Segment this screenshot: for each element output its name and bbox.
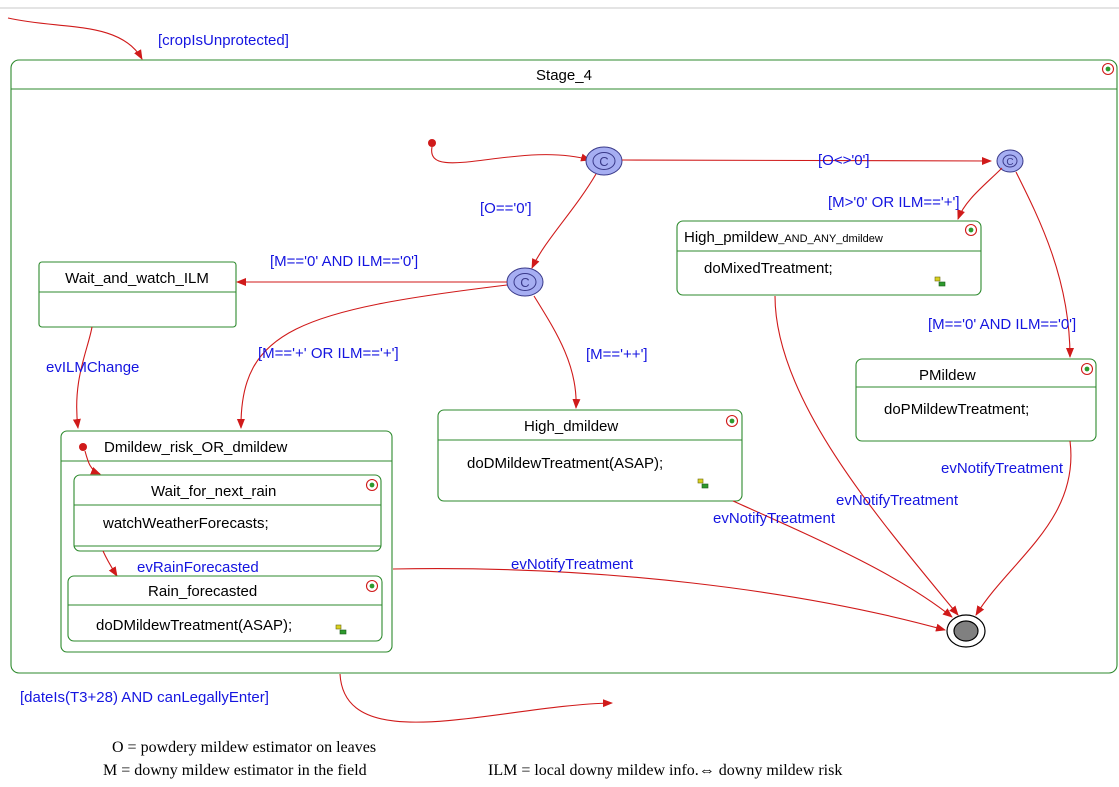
state-high-pmildew-name-suffix: _AND_ANY_dmildew [777,233,883,245]
condition-connector-1[interactable] [585,146,623,176]
legend-line-m: M = downy mildew estimator in the field [103,762,367,779]
state-wait-for-next-rain[interactable]: Wait_for_next_rain watchWeatherForecasts… [73,474,382,552]
transition-notify-from-high-dmildew[interactable] [732,500,953,618]
final-state[interactable] [946,614,986,648]
guard-m-zero-ilm-zero-left: [M=='0' AND ILM=='0'] [270,253,418,270]
state-rain-forecasted-action: doDMildewTreatment(ASAP); [96,617,292,634]
state-wait-for-next-rain-action: watchWeatherForecasts; [102,515,269,532]
transition-notify-from-pmildew[interactable] [975,440,1072,616]
state-high-dmildew-action: doDMildewTreatment(ASAP); [467,455,663,472]
state-pmildew-title: PMildew [919,367,976,384]
event-ilm-change: evILMChange [46,359,139,376]
inner-initial-pseudostate [79,443,87,451]
guard-m-gt-zero: [M>'0' OR ILM=='+'] [828,194,960,211]
state-high-pmildew-name: High_pmildew [684,229,778,246]
event-notify-4: evNotifyTreatment [941,460,1064,477]
guard-crop-unprotected: [cropIsUnprotected] [158,32,289,49]
state-high-pmildew-title: High_pmildew_AND_ANY_dmildew [684,229,883,246]
transition-entry[interactable] [7,17,143,60]
state-pmildew-action: doPMildewTreatment; [884,401,1029,418]
transition-ev-ilm-change[interactable] [72,326,93,429]
legend-line-o: O = powdery mildew estimator on leaves [112,739,376,756]
state-high-pmildew[interactable]: High_pmildew_AND_ANY_dmildew doMixedTrea… [676,220,982,296]
transition-ev-rain-forecasted[interactable] [102,550,118,577]
state-rain-forecasted[interactable]: Rain_forecasted doDMildewTreatment(ASAP)… [67,575,383,642]
event-rain-forecasted: evRainForecasted [137,559,259,576]
event-notify-2: evNotifyTreatment [713,510,836,527]
state-high-dmildew-title: High_dmildew [524,418,618,435]
transition-m-plusplus[interactable] [533,295,581,409]
condition-symbol-1: C [599,154,608,169]
transition-inner-initial[interactable] [84,450,101,475]
state-rain-forecasted-title: Rain_forecasted [148,583,257,600]
state-stage-4-title: Stage_4 [536,67,592,84]
condition-symbol-2: C [1006,157,1013,168]
event-notify-1: evNotifyTreatment [511,556,634,573]
transition-m-zero-right[interactable] [1015,171,1074,358]
condition-symbol-3: C [520,275,529,290]
transition-m-plus[interactable] [236,284,508,429]
guard-m-zero-ilm-zero-right: [M=='0' AND ILM=='0'] [928,316,1076,333]
state-wait-for-next-rain-title: Wait_for_next_rain [151,483,276,500]
guard-m-plusplus: [M=='++'] [586,346,648,363]
guard-m-plus: [M=='+' OR ILM=='+'] [258,345,399,362]
transition-m-gt-zero[interactable] [957,167,1003,220]
condition-connector-2[interactable] [996,149,1024,173]
guard-o-not-zero: [O<>'0'] [818,152,870,169]
event-notify-3: evNotifyTreatment [836,492,959,509]
guard-o-zero: [O=='0'] [480,200,532,217]
guard-date-legal-enter: [dateIs(T3+28) AND canLegallyEnter] [20,689,269,706]
state-wait-and-watch-ilm[interactable]: Wait_and_watch_ILM [38,261,237,328]
transition-notify-from-dmildew-risk[interactable] [392,568,946,632]
transition-initial[interactable] [431,146,591,164]
transition-exit[interactable] [339,673,613,723]
transition-notify-from-high-pmildew[interactable] [774,295,959,616]
initial-pseudostate [428,139,436,147]
transition-o-zero[interactable] [531,173,597,269]
state-wait-and-watch-ilm-title: Wait_and_watch_ILM [65,270,209,287]
legend-line-ilm: ILM = local downy mildew info.⇔ downy mi… [488,762,842,779]
state-pmildew[interactable]: PMildew doPMildewTreatment; [855,358,1097,442]
state-high-dmildew[interactable]: High_dmildew doDMildewTreatment(ASAP); [437,409,743,502]
state-dmildew-risk-title: Dmildew_risk_OR_dmildew [104,439,288,456]
transition-o-not-zero[interactable] [621,156,992,165]
state-high-pmildew-action: doMixedTreatment; [704,260,833,277]
